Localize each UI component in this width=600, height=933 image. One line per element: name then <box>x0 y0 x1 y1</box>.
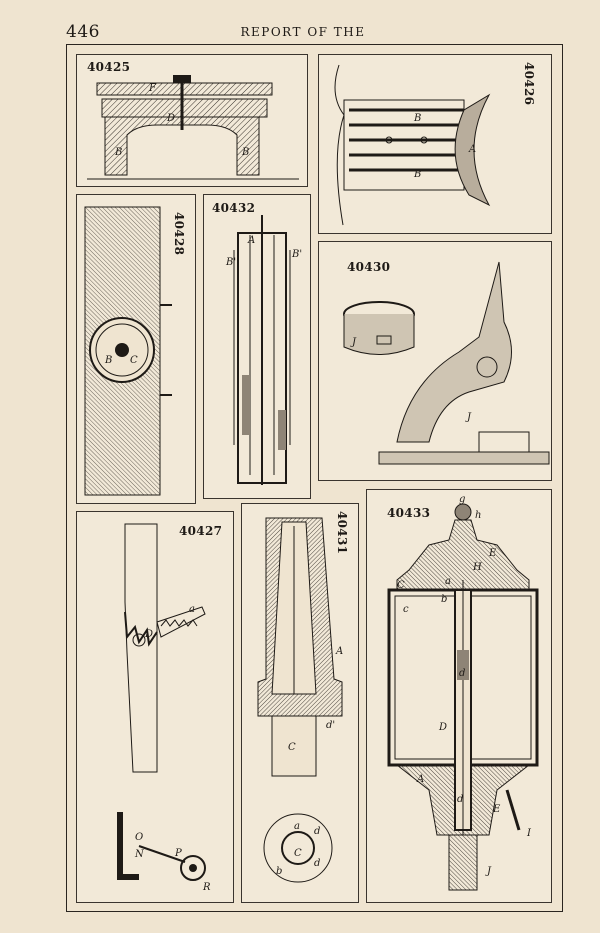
svg-text:B': B' <box>225 257 236 268</box>
svg-text:J: J <box>485 866 492 877</box>
figure-40427: 40427 a D O N P R <box>76 511 234 903</box>
svg-text:h: h <box>475 510 481 521</box>
svg-text:I: I <box>526 828 532 839</box>
svg-text:D: D <box>438 722 447 733</box>
drawing-40428: B C <box>84 206 172 496</box>
svg-text:a: a <box>189 604 195 615</box>
svg-text:B: B <box>413 113 421 124</box>
svg-text:a: a <box>445 576 451 587</box>
svg-text:H: H <box>472 562 482 573</box>
patent-number-label: 40427 <box>179 524 223 538</box>
patent-plate: 40425 F D B B 40426 <box>66 44 563 912</box>
figure-40425: 40425 F D B B <box>76 54 308 187</box>
svg-text:O: O <box>135 832 143 843</box>
svg-text:F: F <box>148 83 157 94</box>
figure-40428: 40428 B C <box>76 194 196 504</box>
svg-text:B': B' <box>291 249 302 260</box>
svg-text:J: J <box>465 412 472 423</box>
svg-text:C: C <box>288 742 296 753</box>
svg-text:b: b <box>441 594 447 605</box>
svg-text:D: D <box>144 629 153 640</box>
svg-text:E: E <box>492 804 501 815</box>
svg-text:C: C <box>397 580 405 591</box>
svg-text:C: C <box>294 848 302 859</box>
svg-text:B: B <box>114 147 122 158</box>
drawing-40426: B A B <box>334 64 491 226</box>
patent-number-label: 40433 <box>387 506 431 520</box>
patent-number-label: 40425 <box>87 60 131 74</box>
running-title: REPORT OF THE <box>240 25 366 39</box>
drawing-40432: A B' B' <box>225 215 302 485</box>
svg-text:g: g <box>459 494 465 505</box>
svg-text:C: C <box>130 355 138 366</box>
running-head: 446 REPORT OF THE <box>66 22 560 44</box>
patent-number-label: 40430 <box>347 260 391 274</box>
svg-text:a: a <box>294 821 300 832</box>
drawing-40430: J J <box>343 261 550 465</box>
drawing-40431: A d' C a d C d b <box>257 517 343 883</box>
page-number: 446 <box>66 22 100 42</box>
svg-text:A: A <box>468 144 476 155</box>
figure-40432: 40432 A B' B' <box>203 194 311 499</box>
svg-text:N: N <box>134 849 145 860</box>
figure-40430: 40430 J J <box>318 241 552 481</box>
svg-text:d: d <box>457 794 463 805</box>
figure-40433: 40433 g h E H <box>366 489 552 903</box>
svg-text:B: B <box>413 169 421 180</box>
svg-text:d: d <box>314 858 320 869</box>
svg-text:D: D <box>166 113 175 124</box>
svg-text:d': d' <box>326 720 335 731</box>
drawing-40427: a D O N P R <box>117 523 211 893</box>
svg-text:R: R <box>202 882 211 893</box>
svg-text:B: B <box>104 355 112 366</box>
svg-text:P: P <box>174 848 182 859</box>
figure-40426: 40426 B A B <box>318 54 552 234</box>
svg-text:b: b <box>276 866 282 877</box>
svg-text:A: A <box>335 646 343 657</box>
figure-40431: 40431 A d' C a d C d b <box>241 503 359 903</box>
svg-text:c: c <box>403 604 409 615</box>
drawing-40433: g h E H C a b c d D A E d I J <box>387 494 539 891</box>
drawing-40425: F D B B <box>87 75 299 180</box>
svg-text:A: A <box>247 235 255 246</box>
svg-text:E: E <box>488 548 497 559</box>
svg-text:A: A <box>416 774 424 785</box>
svg-text:d: d <box>459 668 465 679</box>
svg-text:d: d <box>314 826 320 837</box>
patent-number-label: 40432 <box>212 201 256 215</box>
svg-text:J: J <box>350 337 357 348</box>
svg-text:B: B <box>241 147 249 158</box>
